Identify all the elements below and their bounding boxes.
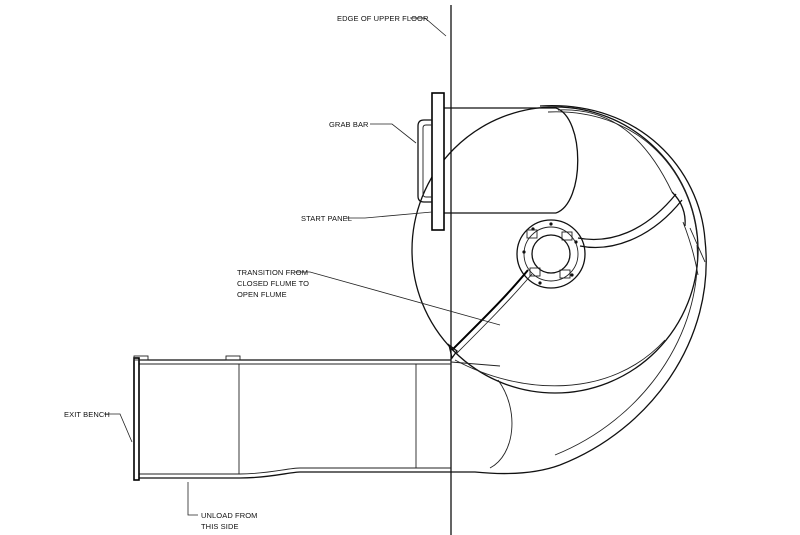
bolt	[522, 250, 526, 254]
edge-of-upper-floor-leader	[410, 17, 447, 37]
grab-bar	[417, 119, 432, 203]
bench-cap	[225, 355, 241, 361]
right-tube-segment	[682, 221, 699, 276]
right-tube-joint	[689, 227, 706, 263]
label-unload-line-2: THIS SIDE	[201, 522, 239, 531]
flange-top-right	[671, 191, 686, 227]
closed-flume-back-curve	[557, 109, 673, 193]
label-start-panel: START PANEL	[301, 214, 352, 223]
outer-rail-upper	[539, 105, 706, 241]
column-bracket	[559, 269, 571, 279]
column-mid-ring	[523, 226, 579, 282]
closed-flume-end-ellipse	[555, 107, 579, 214]
exit-run-top-continuation	[450, 361, 501, 367]
label-unload-line-1: UNLOAD FROM	[201, 511, 258, 520]
center-column	[516, 219, 586, 289]
transition-flume-inner	[455, 273, 533, 355]
label-transition-line-2: CLOSED FLUME TO	[237, 279, 309, 288]
inner-lower-arc	[454, 339, 666, 387]
start-panel-leader	[346, 211, 433, 219]
transition-flume-outer	[451, 269, 529, 351]
label-exit-bench: EXIT BENCH	[64, 410, 110, 419]
upper-open-flume	[577, 193, 683, 249]
column-outer-ring	[516, 219, 586, 289]
exit-run-bottom-edge-inner	[136, 467, 451, 475]
grab-bar-leader	[370, 123, 417, 144]
bolt	[538, 281, 542, 285]
flume-channel-inner	[577, 193, 677, 241]
grab-bar-inner	[422, 124, 432, 198]
column-inner-ring	[531, 234, 571, 274]
column-bracket	[529, 267, 541, 277]
exit-bench	[133, 357, 140, 481]
spiral-flume	[411, 105, 707, 475]
transition-marker	[447, 343, 458, 360]
label-transition-line-1: TRANSITION FROM	[237, 268, 308, 277]
exit-tube-bottom-curve	[489, 379, 513, 469]
bolt	[570, 273, 574, 277]
closed-flume	[444, 107, 673, 214]
label-transition-line-3: OPEN FLUME	[237, 290, 287, 299]
outer-rail-right-inner	[554, 244, 698, 456]
bench-cap	[133, 355, 149, 361]
leader-lines	[104, 17, 501, 516]
exit-run-bottom-edge	[136, 471, 451, 479]
transition-flume	[447, 269, 533, 360]
exit-tube-outer	[451, 464, 561, 475]
column-bracket	[561, 231, 573, 241]
label-grab-bar: GRAB BAR	[329, 120, 369, 129]
unload-leader	[187, 482, 198, 516]
flume-channel-outer	[579, 199, 683, 249]
exit-bench-leader	[104, 413, 133, 443]
label-edge-of-upper-floor: EDGE OF UPPER FLOOR	[337, 14, 429, 23]
outer-rail-upper-inner	[547, 111, 698, 237]
exit-run	[133, 355, 501, 481]
bolt	[574, 240, 578, 244]
outer-rail-right	[559, 239, 707, 466]
start-panel-assembly	[417, 92, 445, 231]
bolt	[549, 222, 553, 226]
transition-leader	[295, 271, 501, 326]
start-panel	[431, 92, 445, 231]
spiral-disc-outline	[411, 106, 699, 394]
column-bracket	[526, 229, 538, 239]
